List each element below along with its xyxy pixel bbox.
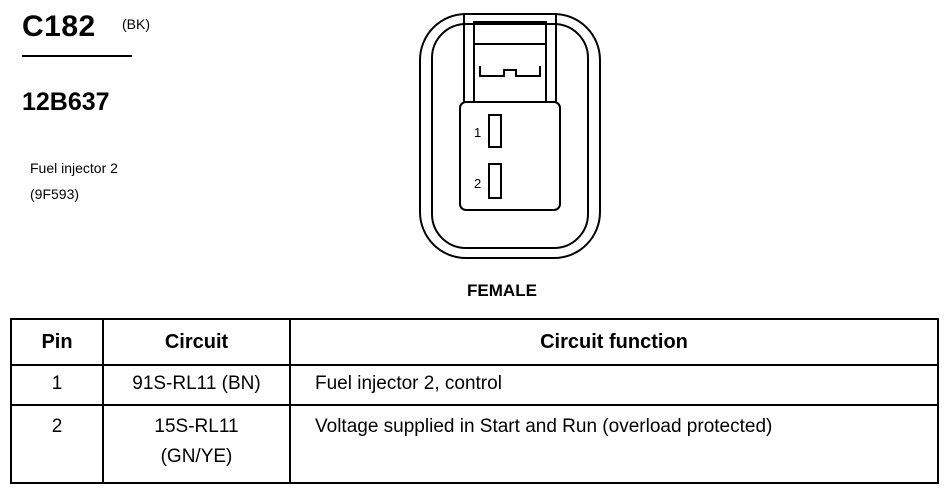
circuit-code: 91S-RL11 (BN) <box>102 364 291 406</box>
connector-id-underline <box>22 55 132 57</box>
pin-1-label: 1 <box>474 125 481 140</box>
circuit-function: Fuel injector 2, control <box>289 364 939 406</box>
circuit-function: Voltage supplied in Start and Run (overl… <box>289 404 939 484</box>
component-name: Fuel injector 2 <box>30 160 118 176</box>
connector-latch-tab <box>479 66 541 77</box>
pin-2-label: 2 <box>474 176 481 191</box>
connector-inner-shell <box>431 23 589 249</box>
connector-outer-shell <box>419 13 601 259</box>
pin-2-terminal <box>488 163 502 199</box>
pinout-table: Pin Circuit Circuit function 1 91S-RL11 … <box>10 318 939 484</box>
part-number: 12B637 <box>22 88 110 116</box>
connector-gender-label: FEMALE <box>467 281 537 300</box>
component-code: (9F593) <box>30 186 80 202</box>
table-row: 2 15S-RL11 (GN/YE) Voltage supplied in S… <box>10 404 939 484</box>
pin-number: 2 <box>10 404 104 484</box>
connector-latch-frame <box>463 13 557 103</box>
table-header-row: Pin Circuit Circuit function <box>10 318 939 366</box>
table-row: 1 91S-RL11 (BN) Fuel injector 2, control <box>10 364 939 406</box>
pin-number: 1 <box>10 364 104 406</box>
header-circuit-function: Circuit function <box>289 318 939 366</box>
connector-pin-cavity-block <box>459 101 561 211</box>
header-pin: Pin <box>10 318 104 366</box>
pin-1-terminal <box>488 114 502 148</box>
header-circuit: Circuit <box>102 318 291 366</box>
connector-latch-inner <box>473 21 547 103</box>
circuit-code-cell: 15S-RL11 (GN/YE) <box>102 404 291 484</box>
circuit-wire-color: (GN/YE) <box>160 446 233 467</box>
connector-face-diagram: 1 2 <box>419 13 601 259</box>
circuit-code: 15S-RL11 <box>154 416 239 437</box>
connector-id: C182 <box>22 10 96 43</box>
connector-color-code: (BK) <box>122 16 150 32</box>
